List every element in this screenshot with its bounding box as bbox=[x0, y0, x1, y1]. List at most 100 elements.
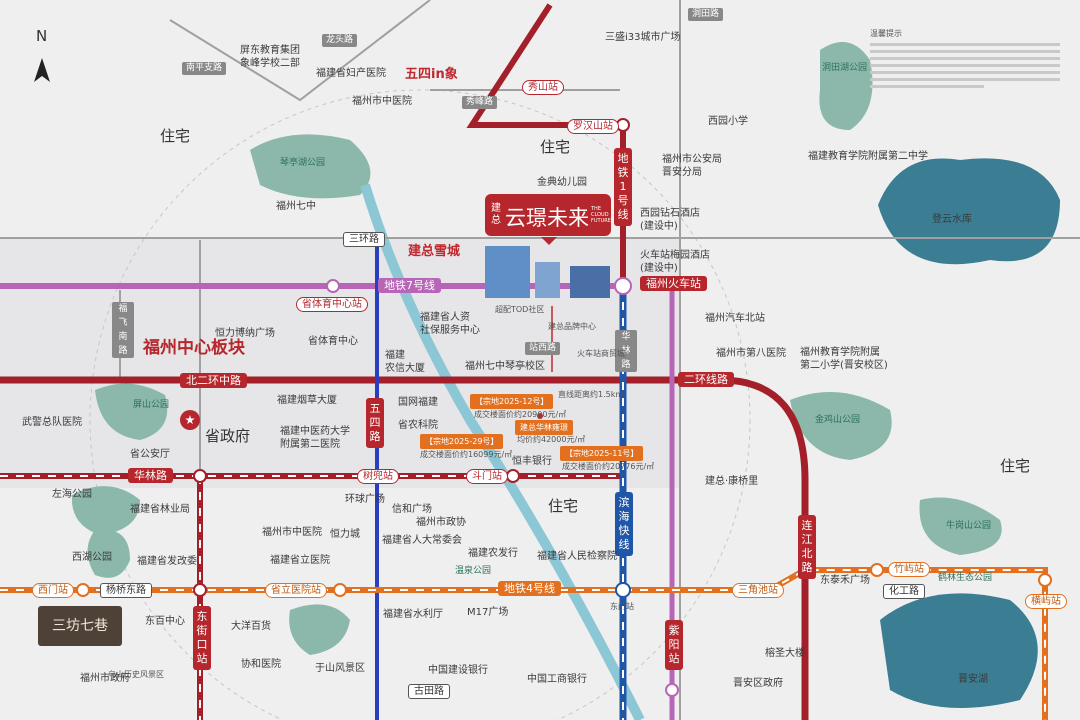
nanping-label: 南平支路 bbox=[182, 62, 227, 75]
sansheng-label: 三盛i33城市广场 bbox=[605, 32, 681, 43]
wusi-rd-label: 五四路 bbox=[366, 398, 384, 448]
plot12-label: 【宗地2025-12号】 bbox=[470, 394, 554, 409]
dongtian-rd-label: 洞田路 bbox=[688, 8, 724, 21]
fz7-qinting-label: 福州七中琴亭校区 bbox=[465, 361, 545, 372]
doumen-st-label: 斗门站 bbox=[466, 469, 508, 484]
res2-label: 住宅 bbox=[540, 138, 571, 156]
metro1-label: 地铁1号线 bbox=[614, 148, 632, 226]
police-hosp-label: 武警总队医院 bbox=[22, 417, 82, 428]
dengyun-reservoir bbox=[878, 158, 1060, 265]
luohanshan-st-label: 罗汉山站 bbox=[567, 119, 619, 134]
shudou-st-label: 树兜站 bbox=[357, 469, 399, 484]
pingshan-park-area bbox=[95, 383, 168, 440]
xiufeng-label: 秀峰路 bbox=[462, 96, 498, 109]
hengfeng-label: 恒丰银行 bbox=[512, 456, 552, 467]
bus-north-label: 福州汽车北站 bbox=[705, 313, 765, 324]
center-block-label: 福州中心板块 bbox=[143, 338, 245, 358]
yangqiao-label: 杨桥东路 bbox=[100, 583, 152, 598]
res1-label: 住宅 bbox=[160, 127, 191, 145]
hengyu-st-label: 横屿站 bbox=[1025, 594, 1067, 609]
res3-label: 住宅 bbox=[1000, 457, 1031, 475]
notes-title: 温馨提示 bbox=[870, 29, 902, 38]
sanhuan-label: 三环路 bbox=[343, 232, 385, 247]
dongtian-lake-park bbox=[819, 42, 873, 130]
zhuyu-st-label: 竹屿站 bbox=[888, 562, 930, 577]
zuohai-park-area bbox=[71, 486, 140, 535]
jinan-lake bbox=[880, 593, 1038, 708]
edu-mid2-label: 福建教育学院附属第二中学 bbox=[808, 151, 928, 162]
qinting-park-label: 琴亭湖公园 bbox=[280, 158, 326, 168]
prov-hosp-st-label: 省立医院站 bbox=[265, 583, 327, 598]
nongxin-label: 福建 农信大厦 bbox=[385, 350, 425, 374]
dayang-label: 大洋百货 bbox=[231, 621, 271, 632]
jinjishan-label: 金鸡山公园 bbox=[815, 415, 861, 425]
fz-tcm-n-label: 福州市中医院 bbox=[352, 96, 412, 107]
huafu-p-label: 均价约42000元/㎡ bbox=[517, 435, 586, 444]
jinan-lake-label: 晋安湖 bbox=[958, 674, 988, 685]
radius-ring bbox=[89, 89, 751, 720]
city-gov-label: 福州市政府 bbox=[80, 673, 130, 684]
project-callout[interactable]: 建总 云璟未来 THE CLOUD FUTURE bbox=[485, 194, 611, 245]
compass-label: N bbox=[36, 27, 48, 45]
xiyuan-hotel-label: 西园钻石酒店 (建设中) bbox=[640, 208, 700, 232]
gutian-label: 古田路 bbox=[408, 684, 450, 699]
xihu-park-area bbox=[87, 529, 130, 578]
tod-label: 超配TOD社区 bbox=[495, 305, 545, 314]
fz-tcm-s-label: 福州市中医院 bbox=[262, 527, 322, 538]
global-plaza-label: 环球广场 bbox=[345, 494, 385, 505]
pingdong-school-label: 屏东教育集团 象峰学校二部 bbox=[240, 45, 300, 69]
xinhe-label: 信和广场 bbox=[392, 504, 432, 515]
agri-label: 省农科院 bbox=[398, 420, 438, 431]
water-label: 福建省水利厅 bbox=[383, 609, 443, 620]
stadium-label: 省体育中心 bbox=[308, 336, 358, 347]
project-buildings bbox=[485, 246, 610, 298]
jinjishan-park-area bbox=[790, 392, 892, 460]
prov-hosp-label: 福建省立医院 bbox=[270, 555, 330, 566]
kangqiao-label: 建总·康桥里 bbox=[705, 476, 759, 487]
plot-marker bbox=[537, 413, 543, 419]
brand-center-label: 建总品牌中心 bbox=[548, 322, 596, 331]
state-grid-label: 国网福建 bbox=[398, 397, 438, 408]
binhai-label: 滨海快线 bbox=[615, 492, 633, 556]
longtou-label: 龙头路 bbox=[322, 34, 358, 47]
plot29-p-label: 成交楼面价约16099元/㎡ bbox=[420, 450, 513, 459]
hospital8-label: 福州市第八医院 bbox=[716, 348, 786, 359]
rongsheng-label: 榕圣大楼 bbox=[765, 648, 805, 659]
npc-label: 福建省人大常委会 bbox=[382, 535, 462, 546]
res4-label: 住宅 bbox=[548, 497, 579, 515]
notes-panel: 温馨提示 bbox=[870, 28, 1060, 92]
ziyang-st-label: 紫阳站 bbox=[665, 620, 683, 670]
zhanxi-label: 站西路 bbox=[525, 342, 561, 355]
dongtaihe-label: 东泰禾广场 bbox=[820, 575, 870, 586]
lianjiang-label: 连江北路 bbox=[798, 515, 816, 579]
dengyun-label: 登云水库 bbox=[932, 214, 972, 225]
qinting-lake-park bbox=[250, 134, 371, 199]
ccb-label: 中国建设银行 bbox=[428, 665, 488, 676]
helin-label: 鹤林生态公园 bbox=[938, 573, 993, 583]
sanjiaochi-st-label: 三角池站 bbox=[732, 583, 784, 598]
jz-snow-label: 建总雪城 bbox=[408, 244, 461, 259]
xiehe-label: 协和医院 bbox=[241, 659, 281, 670]
river bbox=[360, 183, 645, 720]
edu-pri2-label: 福州教育学院附属 第二小学(晋安校区) bbox=[800, 347, 888, 371]
niugangshan-label: 牛岗山公园 bbox=[946, 521, 992, 531]
fz7-label: 福州七中 bbox=[276, 201, 316, 212]
ximen-st-label: 西门站 bbox=[32, 583, 74, 598]
sanfang-qixiang-logo: 三坊七巷 bbox=[38, 606, 122, 646]
dongmen-st-label: 东门站 bbox=[610, 602, 634, 611]
fz-station-label: 福州火车站 bbox=[640, 276, 707, 291]
meiyuan-hotel-label: 火车站梅园酒店 (建设中) bbox=[640, 250, 710, 274]
hualin-v-label: 华林路 bbox=[615, 330, 637, 372]
jindian-label: 金典幼儿园 bbox=[537, 177, 587, 188]
dongtian-park-label: 洞田湖公园 bbox=[822, 63, 868, 73]
jinan-gov-label: 晋安区政府 bbox=[733, 678, 783, 689]
stadium-st-label: 省体育中心站 bbox=[296, 297, 368, 312]
north-arrow-icon bbox=[34, 58, 50, 82]
dongbai-label: 东百中心 bbox=[145, 616, 185, 627]
project-name: 云璟未来 bbox=[505, 206, 589, 230]
metro4-label: 地铁4号线 bbox=[498, 581, 561, 596]
adb-label: 福建农发行 bbox=[468, 548, 518, 559]
fufei-label: 福飞南路 bbox=[112, 302, 134, 358]
mall-label: 火车站商贸城 bbox=[577, 349, 625, 358]
